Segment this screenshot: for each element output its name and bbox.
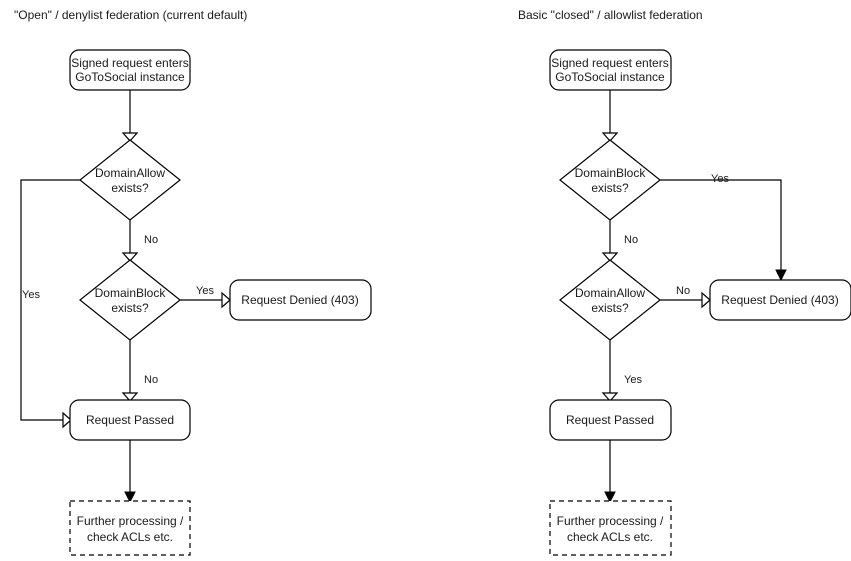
arrowhead-open-icon: [701, 291, 711, 309]
arrowhead-open-icon: [601, 132, 619, 142]
edge-domainblock-yes-right: Yes: [660, 173, 787, 282]
node-request-denied-left-label: Request Denied (403): [241, 293, 358, 307]
node-decision-domainallow-left-line2: exists?: [111, 181, 149, 195]
edge-entry-to-domainblock-right: [601, 90, 619, 142]
edge-label-domainallow-no-left: No: [144, 234, 158, 246]
node-further-processing-left-line2: check ACLs etc.: [87, 530, 173, 544]
node-entry-left: Signed request enters GoToSocial instanc…: [69, 49, 191, 91]
edge-label-domainallow-yes-right: Yes: [624, 374, 642, 386]
node-request-denied-left: Request Denied (403): [229, 279, 372, 321]
node-request-passed-left-label: Request Passed: [86, 413, 174, 427]
node-request-denied-right: Request Denied (403): [709, 279, 851, 321]
edge-entry-to-domainallow-left: [121, 90, 139, 142]
arrowhead-open-icon: [601, 392, 619, 402]
node-entry-right-line2: GoToSocial instance: [555, 70, 665, 84]
arrowhead-solid-icon: [124, 491, 136, 504]
node-further-processing-right-shape: [549, 500, 672, 556]
arrowhead-open-icon: [221, 291, 231, 309]
node-further-processing-left: Further processing / check ACLs etc.: [69, 500, 191, 556]
edge-label-domainblock-yes-left: Yes: [196, 285, 214, 297]
edge-domainallow-no-left: No: [121, 220, 158, 262]
node-decision-domainblock-right-line1: DomainBlock: [575, 166, 647, 180]
edge-label-domainallow-no-right: No: [676, 285, 690, 297]
panel-title-open-denylist: "Open" / denylist federation (current de…: [14, 8, 247, 22]
arrowhead-open-icon: [601, 252, 619, 262]
node-further-processing-right: Further processing / check ACLs etc.: [549, 500, 672, 556]
panel-open-denylist: "Open" / denylist federation (current de…: [14, 8, 372, 556]
edge-domainallow-yes-right: Yes: [601, 340, 642, 402]
node-entry-left-line2: GoToSocial instance: [75, 70, 185, 84]
node-further-processing-right-line2: check ACLs etc.: [567, 530, 653, 544]
node-entry-left-line1: Signed request enters: [71, 56, 188, 70]
node-request-denied-right-shape: [709, 279, 851, 321]
edge-domainblock-no-left: No: [121, 340, 158, 402]
node-request-passed-left: Request Passed: [69, 399, 191, 441]
edge-domainallow-yes-left: Yes: [20, 179, 80, 429]
edge-label-domainallow-yes-left: Yes: [22, 289, 40, 301]
edge-label-domainblock-no-left: No: [144, 374, 158, 386]
arrowhead-open-icon: [121, 132, 139, 142]
arrowhead-open-icon: [121, 252, 139, 262]
node-decision-domainallow-left-line1: DomainAllow: [95, 166, 165, 180]
node-decision-domainblock-left: DomainBlock exists?: [79, 259, 181, 341]
node-entry-right: Signed request enters GoToSocial instanc…: [549, 49, 672, 91]
panel-title-closed-allowlist: Basic "closed" / allowlist federation: [518, 8, 703, 22]
node-decision-domainallow-right: DomainAllow exists?: [559, 259, 661, 341]
node-decision-domainallow-right-line2: exists?: [591, 301, 629, 315]
node-further-processing-left-shape: [69, 500, 191, 556]
arrowhead-solid-icon: [604, 491, 616, 504]
arrowhead-solid-icon: [775, 269, 787, 282]
edge-passed-to-further-left: [124, 440, 136, 504]
node-decision-domainblock-left-line1: DomainBlock: [95, 286, 167, 300]
edge-domainblock-no-right: No: [601, 220, 638, 262]
panel-closed-allowlist: Basic "closed" / allowlist federation Si…: [518, 8, 851, 556]
node-decision-domainblock-right-line2: exists?: [591, 181, 629, 195]
edge-label-domainblock-no-right: No: [624, 234, 638, 246]
edge-domainallow-no-right: No: [660, 285, 711, 309]
arrowhead-open-icon: [121, 392, 139, 402]
node-request-passed-right: Request Passed: [549, 399, 672, 441]
node-decision-domainallow-right-line1: DomainAllow: [575, 286, 645, 300]
node-further-processing-left-line1: Further processing /: [77, 514, 184, 528]
node-decision-domainblock-left-line2: exists?: [111, 301, 149, 315]
node-request-denied-left-shape: [229, 279, 372, 321]
node-entry-right-line1: Signed request enters: [551, 56, 668, 70]
edge-label-domainblock-yes-right: Yes: [711, 173, 729, 185]
node-decision-domainblock-right: DomainBlock exists?: [559, 139, 661, 221]
node-request-denied-right-label: Request Denied (403): [721, 293, 838, 307]
edge-passed-to-further-right: [604, 440, 616, 504]
node-request-passed-right-label: Request Passed: [566, 413, 654, 427]
arrowhead-open-icon: [62, 411, 72, 429]
node-further-processing-right-line1: Further processing /: [557, 514, 664, 528]
node-decision-domainallow-left: DomainAllow exists?: [79, 139, 181, 221]
edge-domainblock-yes-left: Yes: [180, 285, 231, 309]
